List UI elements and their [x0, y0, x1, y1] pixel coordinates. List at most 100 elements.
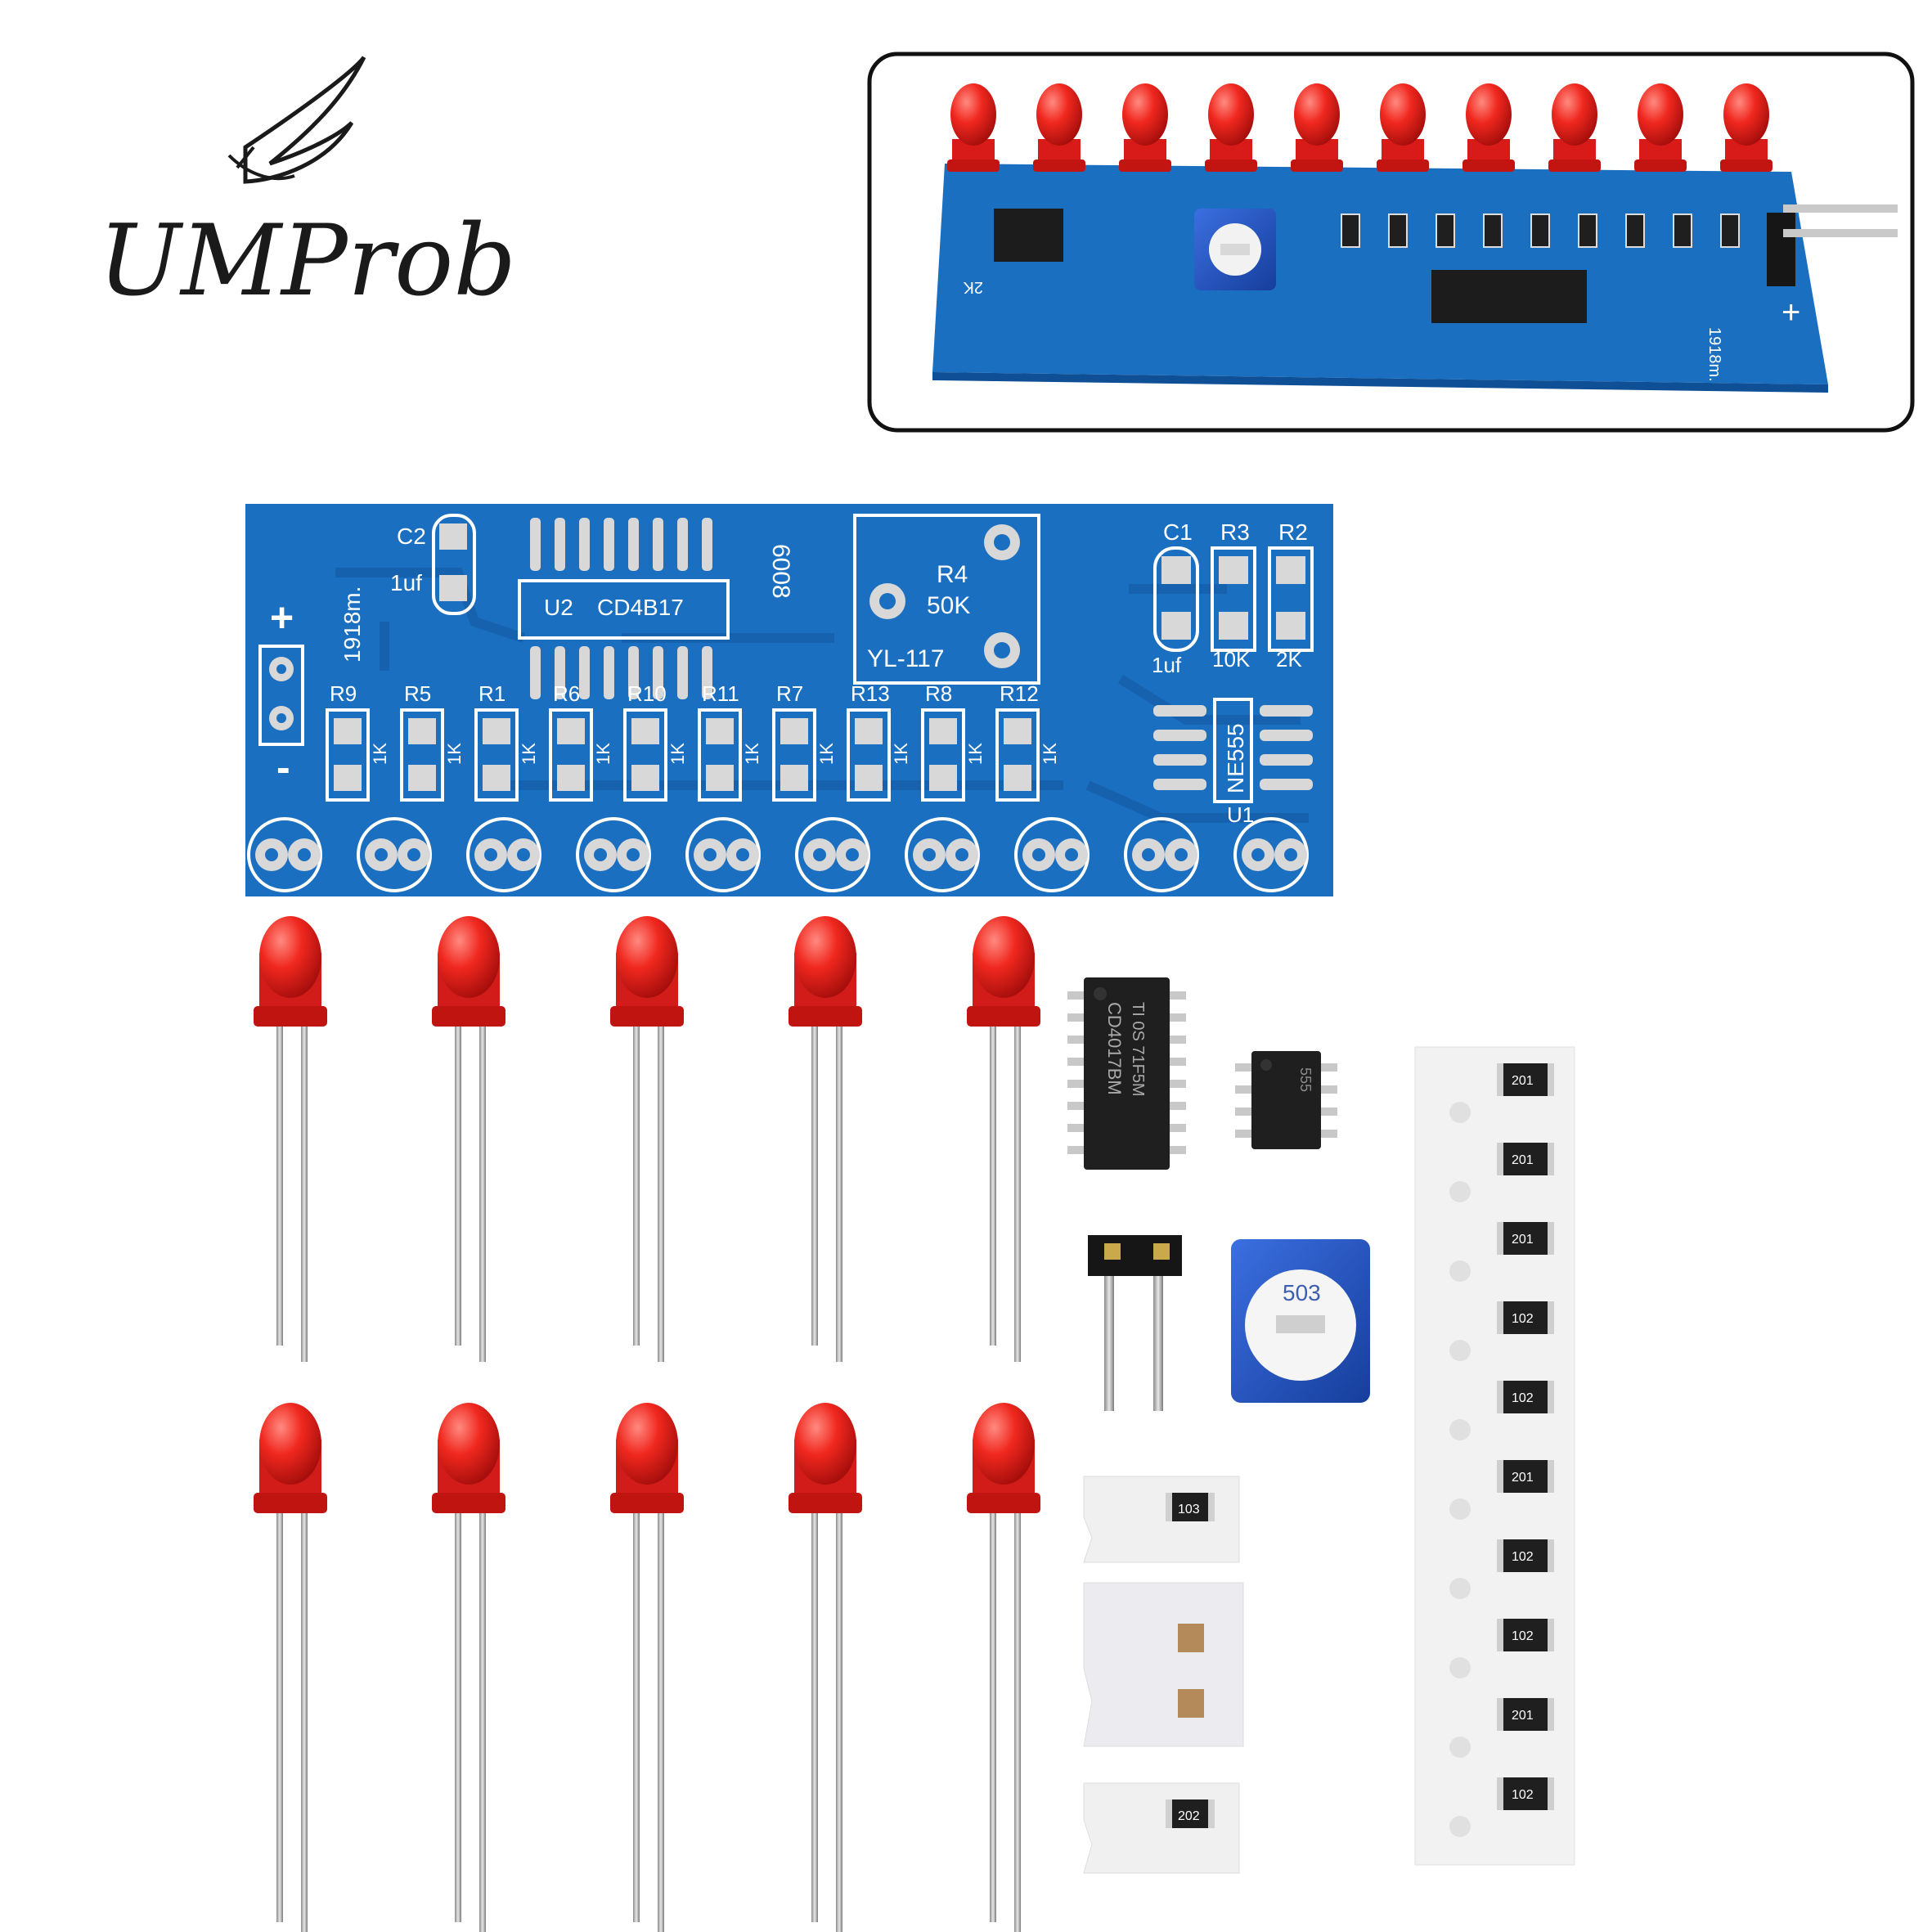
- led-footprint: [905, 817, 980, 892]
- tape-smd-resistor: 201: [1449, 1143, 1554, 1202]
- resistor-label: R13: [851, 681, 890, 706]
- led-footprint: [1233, 817, 1309, 892]
- red-led: [254, 1403, 327, 1932]
- pcb-traces: [335, 568, 1309, 823]
- label-u1: U1: [1227, 802, 1254, 827]
- tape-smd-marking: 201: [1512, 1233, 1534, 1247]
- inset-smd-resistor: [1530, 213, 1550, 248]
- red-led: [789, 1403, 862, 1932]
- ne555-footprint: NE555 U1: [1153, 698, 1313, 827]
- tape-smd-marking: 102: [1512, 1312, 1534, 1326]
- resistor-value: 1K: [1040, 743, 1060, 765]
- resistor-label: R1: [479, 681, 505, 706]
- inset-led: [1291, 83, 1343, 172]
- feather-icon: [243, 56, 366, 184]
- loose-leds: [254, 916, 1040, 1932]
- resistor-label: R6: [553, 681, 580, 706]
- inset-plus: +: [1781, 294, 1800, 330]
- tape-smd-resistor: 102: [1449, 1381, 1554, 1440]
- c1-r3-r2-footprints: C1 R3 R2 1uf 10K 2K: [1152, 519, 1314, 677]
- inset-led: [1634, 83, 1687, 172]
- resistor-value: 1K: [891, 743, 911, 765]
- ic-large-marking: CD4017BM: [1104, 1002, 1125, 1095]
- pot-marking: 503: [1283, 1280, 1321, 1305]
- resistor-value: 1K: [444, 743, 465, 765]
- inset-smd-resistor: [1625, 213, 1645, 248]
- c2-footprint: C2 1uf: [390, 514, 476, 615]
- inset-led: [1720, 83, 1772, 172]
- inset-smd-resistor: [1578, 213, 1597, 248]
- label-r3: R3: [1220, 519, 1250, 545]
- label-minus: -: [276, 744, 290, 790]
- label-c1-value: 1uf: [1152, 653, 1182, 677]
- smd-pack-202: 202: [1083, 1782, 1240, 1874]
- smd-pack-capacitors: [1083, 1582, 1244, 1747]
- inset-ic-555: [994, 209, 1063, 262]
- tape-smd-marking: 201: [1512, 1074, 1534, 1088]
- label-r3-value: 10K: [1212, 647, 1251, 672]
- resistor-label: R7: [776, 681, 803, 706]
- inset-pcb: [932, 164, 1828, 384]
- inset-led: [1548, 83, 1601, 172]
- led-footprint: [466, 817, 541, 892]
- resistor-label: R9: [330, 681, 357, 706]
- tape-smd-resistor: 102: [1449, 1777, 1554, 1837]
- led-footprints: [247, 817, 1309, 892]
- inset-smd-resistor: [1483, 213, 1503, 248]
- smd-202-marking: 202: [1178, 1809, 1200, 1823]
- tape-smd-resistor: 201: [1449, 1698, 1554, 1758]
- ic-cd4017: TI 0S 71F5M CD4017BM: [1067, 977, 1186, 1170]
- tape-smd-marking: 201: [1512, 1471, 1534, 1485]
- label-board-number: 6008: [767, 544, 794, 599]
- label-model: 1918m.: [339, 586, 365, 663]
- red-led: [967, 916, 1040, 1362]
- resistor-footprint-r7: R7 1K: [772, 681, 837, 802]
- tape-smd-resistor: 102: [1449, 1301, 1554, 1361]
- resistor-value: 1K: [742, 743, 762, 765]
- tape-smd-resistor: 201: [1449, 1222, 1554, 1282]
- brand-logo: UMProb: [98, 56, 516, 318]
- resistor-value: 1K: [965, 743, 986, 765]
- resistor-label: R8: [925, 681, 952, 706]
- inset-led: [947, 83, 1000, 172]
- label-r4-value: 50K: [927, 592, 970, 619]
- resistor-value: 1K: [816, 743, 837, 765]
- smd-pack-103: 103: [1083, 1476, 1240, 1563]
- smd-103-marking: 103: [1178, 1503, 1200, 1516]
- label-ne555: NE555: [1223, 723, 1248, 793]
- inset-ic-4017: [1431, 270, 1587, 323]
- label-r2-value: 2K: [1276, 647, 1302, 672]
- label-yl117: YL-117: [867, 645, 945, 672]
- inset-led: [1033, 83, 1085, 172]
- led-footprint: [685, 817, 761, 892]
- resistor-label: R10: [627, 681, 667, 706]
- r4-footprint: R4 50K YL-117: [853, 514, 1040, 685]
- inset-smd-resistor: [1720, 213, 1740, 248]
- inset-smd-resistor: [1673, 213, 1692, 248]
- resistor-footprint-r13: R13 1K: [847, 681, 911, 802]
- resistor-value: 1K: [593, 743, 613, 765]
- trimmer-potentiometer: 503: [1231, 1239, 1370, 1403]
- red-led: [254, 916, 327, 1362]
- red-led: [967, 1403, 1040, 1932]
- resistor-footprint-r8: R8 1K: [921, 681, 986, 802]
- tape-smd-marking: 102: [1512, 1550, 1534, 1564]
- tape-smd-resistor: 201: [1449, 1063, 1554, 1123]
- label-c1: C1: [1163, 519, 1193, 545]
- led-footprint: [576, 817, 651, 892]
- red-led: [789, 916, 862, 1362]
- inset-label-1918: 1918m.: [1705, 327, 1723, 382]
- assembled-board-inset: 2K 1918m. +: [867, 52, 1915, 433]
- resistor-footprint-r6: R6 1K: [549, 681, 613, 802]
- inset-led-row: [947, 83, 1772, 172]
- label-u2: U2: [544, 595, 573, 620]
- resistor-row: R91KR51KR11KR61KR101KR111KR71KR131KR81KR…: [326, 681, 1060, 802]
- inset-smd-resistor: [1388, 213, 1408, 248]
- tape-smd-marking: 201: [1512, 1153, 1534, 1167]
